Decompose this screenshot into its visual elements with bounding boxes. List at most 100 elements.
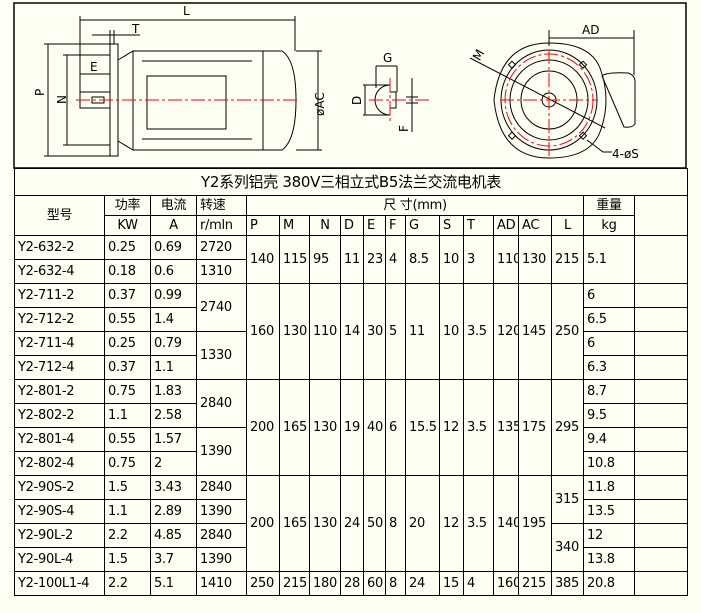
cell-blank <box>633 499 689 524</box>
cell-a: 1.83 <box>150 379 197 404</box>
cell-blank <box>633 523 689 548</box>
cell-a: 1.1 <box>150 355 197 380</box>
cell-ac: 195 <box>518 475 552 572</box>
cell-kg: 8.7 <box>583 379 635 404</box>
label-holes: 4-øS <box>612 147 639 161</box>
header-dim-ad: AD <box>493 215 519 236</box>
cell-kw: 0.55 <box>104 427 151 452</box>
header-blank <box>633 195 689 236</box>
cell-blank <box>633 379 689 404</box>
cell-f: 8 <box>385 571 406 596</box>
cell-kw: 0.75 <box>104 451 151 476</box>
cell-kw: 0.18 <box>104 259 151 284</box>
cell-rpm: 1390 <box>196 499 247 524</box>
cell-model: Y2-90L-2 <box>14 523 105 548</box>
header-dim-d: D <box>340 215 364 236</box>
header-dim-f: F <box>385 215 406 236</box>
header-dim-p: P <box>246 215 280 236</box>
motor-spec-table: Y2系列铝壳 380V三相立式B5法兰交流电机表 型号 功率 电流 转速 尺 寸… <box>13 168 689 596</box>
cell-rpm: 2840 <box>196 379 247 428</box>
shaft-section <box>363 65 418 132</box>
cell-d: 19 <box>340 379 364 476</box>
cell-a: 0.79 <box>150 331 197 356</box>
cell-a: 3.43 <box>150 475 197 500</box>
header-power-unit: KW <box>104 215 151 236</box>
cell-kw: 0.37 <box>104 355 151 380</box>
cell-a: 1.4 <box>150 307 197 332</box>
cell-f: 5 <box>385 283 406 380</box>
cell-a: 2.58 <box>150 403 197 428</box>
cell-l: 315 <box>551 475 584 524</box>
cell-kg: 9.5 <box>583 403 635 428</box>
cell-rpm: 1410 <box>196 571 247 596</box>
header-dim-l: L <box>551 215 584 236</box>
cell-blank <box>633 403 689 428</box>
cell-kg: 9.4 <box>583 427 635 452</box>
cell-rpm: 2840 <box>196 475 247 500</box>
cell-kw: 2.2 <box>104 571 151 596</box>
table-title: Y2系列铝壳 380V三相立式B5法兰交流电机表 <box>13 168 689 196</box>
cell-m: 165 <box>279 475 310 572</box>
cell-model: Y2-711-4 <box>14 331 105 356</box>
cell-kg: 12 <box>583 523 635 548</box>
cell-kg: 6.5 <box>583 307 635 332</box>
cell-model: Y2-712-4 <box>14 355 105 380</box>
cell-kg: 6 <box>583 283 635 308</box>
cell-g: 24 <box>405 571 440 596</box>
label-D: D <box>350 96 364 105</box>
cell-kw: 0.25 <box>104 235 151 260</box>
front-view <box>469 30 636 159</box>
cell-rpm: 2720 <box>196 235 247 260</box>
cell-model: Y2-632-2 <box>14 235 105 260</box>
cell-blank <box>633 355 689 380</box>
cell-l: 295 <box>551 379 584 476</box>
cell-ad: 160 <box>493 571 519 596</box>
cell-t: 3.5 <box>463 379 494 476</box>
header-dim-g: G <box>405 215 440 236</box>
header-power: 功率 <box>104 195 151 216</box>
cell-model: Y2-802-4 <box>14 451 105 476</box>
cell-ad: 135 <box>493 379 519 476</box>
cell-p: 160 <box>246 283 280 380</box>
cell-kw: 1.5 <box>104 547 151 572</box>
cell-blank <box>633 427 689 452</box>
cell-g: 8.5 <box>405 235 440 284</box>
header-dim-e: E <box>363 215 386 236</box>
header-dim-t: T <box>463 215 494 236</box>
cell-l: 250 <box>551 283 584 380</box>
cell-model: Y2-712-2 <box>14 307 105 332</box>
cell-ac: 175 <box>518 379 552 476</box>
cell-d: 11 <box>340 235 364 284</box>
cell-a: 3.7 <box>150 547 197 572</box>
cell-s: 10 <box>439 283 464 380</box>
cell-s: 10 <box>439 235 464 284</box>
cell-rpm: 2740 <box>196 283 247 332</box>
cell-n: 95 <box>309 235 341 284</box>
cell-model: Y2-90S-2 <box>14 475 105 500</box>
label-L: L <box>183 4 190 18</box>
cell-f: 6 <box>385 379 406 476</box>
cell-blank <box>633 307 689 332</box>
cell-kg: 11.8 <box>583 475 635 500</box>
cell-blank <box>633 331 689 356</box>
cell-blank <box>633 451 689 476</box>
cell-e: 60 <box>363 571 386 596</box>
cell-kg: 10.8 <box>583 451 635 476</box>
cell-g: 11 <box>405 283 440 380</box>
cell-p: 200 <box>246 475 280 572</box>
cell-model: Y2-711-2 <box>14 283 105 308</box>
header-speed-unit: r/mln <box>196 215 247 236</box>
cell-blank <box>633 571 689 596</box>
cell-kg: 13.8 <box>583 547 635 572</box>
cell-model: Y2-801-4 <box>14 427 105 452</box>
cell-p: 140 <box>246 235 280 284</box>
side-view <box>44 16 322 157</box>
